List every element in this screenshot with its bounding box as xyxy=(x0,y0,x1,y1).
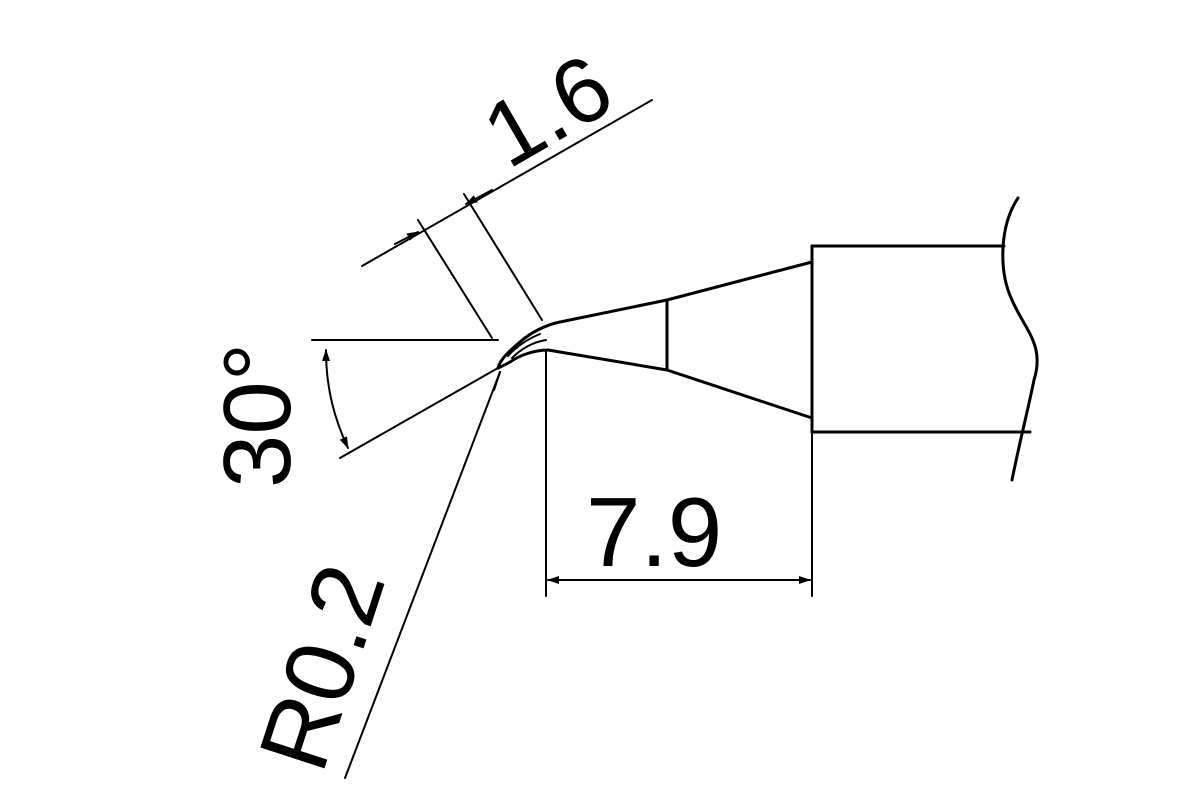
tip-cone xyxy=(546,260,814,420)
radius-label: R0.2 xyxy=(237,552,406,783)
bent-tip-end xyxy=(496,320,562,370)
break-line-upper xyxy=(1001,196,1039,382)
break-line-lower xyxy=(1010,378,1036,482)
width-dimension xyxy=(361,99,653,339)
length-label: 7.9 xyxy=(586,477,722,587)
length-dimension xyxy=(545,351,813,597)
width-label: 1.6 xyxy=(467,35,629,187)
radius-leader xyxy=(344,371,501,779)
tip-shaft xyxy=(810,196,1039,482)
angle-dimension xyxy=(311,339,499,459)
angle-label: 30° xyxy=(204,343,311,488)
